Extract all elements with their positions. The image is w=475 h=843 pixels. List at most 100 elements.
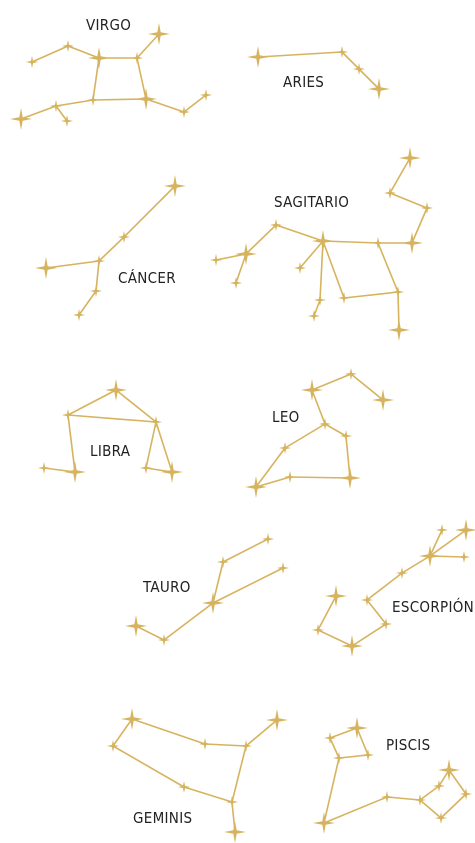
piscis-line xyxy=(420,786,439,800)
libra-line xyxy=(146,422,156,468)
geminis-line xyxy=(246,720,277,746)
sagitario-star-icon xyxy=(230,277,242,289)
cancer-star-icon xyxy=(90,285,102,297)
escorpion-star-icon xyxy=(455,519,475,541)
label-tauro: TAURO xyxy=(142,578,191,596)
libra-star-icon xyxy=(38,462,50,474)
virgo-line xyxy=(146,99,184,112)
geminis-line xyxy=(113,719,132,746)
tauro-line xyxy=(136,626,164,640)
leo-star-icon xyxy=(284,471,296,483)
sagitario-line xyxy=(314,300,320,316)
leo-line xyxy=(285,424,325,448)
virgo-line xyxy=(93,58,99,100)
cancer-star-icon xyxy=(35,257,57,279)
geminis-line xyxy=(113,746,184,787)
sagitario-star-icon xyxy=(399,147,421,169)
piscis-line xyxy=(387,797,420,800)
label-escorpion: ESCORPIÓN xyxy=(392,597,474,616)
cancer-line xyxy=(46,261,99,268)
cancer-line xyxy=(79,291,96,315)
escorpion-star-icon xyxy=(325,585,347,607)
geminis-line xyxy=(232,746,246,802)
piscis-line xyxy=(357,728,368,755)
sagitario-star-icon xyxy=(312,230,334,252)
label-leo: LEO xyxy=(272,408,300,426)
tauro-line xyxy=(213,562,223,603)
escorpion-star-icon xyxy=(419,545,441,567)
tauro-star-icon xyxy=(158,634,170,646)
leo-star-icon xyxy=(372,389,394,411)
libra-star-icon xyxy=(64,461,86,483)
piscis-line xyxy=(324,797,387,823)
sagitario-star-icon xyxy=(392,286,404,298)
sagitario-line xyxy=(246,225,276,254)
geminis-line xyxy=(205,744,246,746)
piscis-star-icon xyxy=(438,759,460,781)
virgo-star-icon xyxy=(10,108,32,130)
virgo-line xyxy=(68,46,99,58)
tauro-line xyxy=(223,539,268,562)
sagitario-star-icon xyxy=(314,294,326,306)
libra-star-icon xyxy=(140,462,152,474)
cancer-line xyxy=(99,237,124,261)
piscis-star-icon xyxy=(381,791,393,803)
virgo-star-icon xyxy=(50,100,62,112)
cancer-line xyxy=(96,261,99,291)
sagitario-star-icon xyxy=(372,237,384,249)
tauro-star-icon xyxy=(277,562,289,574)
label-libra: LIBRA xyxy=(90,442,131,460)
cancer-line xyxy=(124,186,175,237)
sagitario-star-icon xyxy=(401,232,423,254)
label-piscis: PISCIS xyxy=(386,736,430,754)
escorpion-line xyxy=(402,556,430,573)
sagitario-line xyxy=(323,241,344,298)
piscis-line xyxy=(330,728,357,738)
leo-star-icon xyxy=(340,430,352,442)
constellation-stars xyxy=(10,23,475,843)
geminis-star-icon xyxy=(199,738,211,750)
piscis-star-icon xyxy=(346,717,368,739)
piscis-star-icon xyxy=(313,812,335,834)
escorpion-star-icon xyxy=(436,524,448,536)
virgo-line xyxy=(137,58,146,99)
label-cancer: CÁNCER xyxy=(118,268,176,287)
tauro-star-icon xyxy=(262,533,274,545)
escorpion-line xyxy=(352,624,386,646)
libra-line xyxy=(68,390,116,415)
aries-line xyxy=(342,52,359,69)
leo-star-icon xyxy=(319,418,331,430)
virgo-line xyxy=(21,106,56,119)
geminis-star-icon xyxy=(178,781,190,793)
label-virgo: VIRGO xyxy=(86,16,131,34)
sagitario-star-icon xyxy=(421,202,433,214)
virgo-star-icon xyxy=(61,115,73,127)
geminis-line xyxy=(184,787,232,802)
piscis-line xyxy=(324,758,339,823)
aries-line xyxy=(258,52,342,57)
leo-line xyxy=(351,374,383,400)
label-aries: ARIES xyxy=(283,73,324,91)
virgo-line xyxy=(56,106,67,121)
libra-line xyxy=(116,390,156,422)
virgo-star-icon xyxy=(135,88,157,110)
piscis-star-icon xyxy=(433,780,445,792)
piscis-line xyxy=(441,794,466,818)
sagitario-line xyxy=(390,158,410,193)
leo-star-icon xyxy=(339,467,361,489)
sagitario-star-icon xyxy=(308,310,320,322)
escorpion-star-icon xyxy=(341,635,363,657)
escorpion-line xyxy=(367,573,402,600)
leo-line xyxy=(256,448,285,487)
tauro-star-icon xyxy=(202,592,224,614)
libra-star-icon xyxy=(161,461,183,483)
piscis-line xyxy=(420,800,441,818)
geminis-star-icon xyxy=(226,796,238,808)
aries-line xyxy=(359,69,379,89)
leo-star-icon xyxy=(301,379,323,401)
sagitario-star-icon xyxy=(338,292,350,304)
geminis-star-icon xyxy=(107,740,119,752)
piscis-star-icon xyxy=(324,732,336,744)
virgo-star-icon xyxy=(62,40,74,52)
